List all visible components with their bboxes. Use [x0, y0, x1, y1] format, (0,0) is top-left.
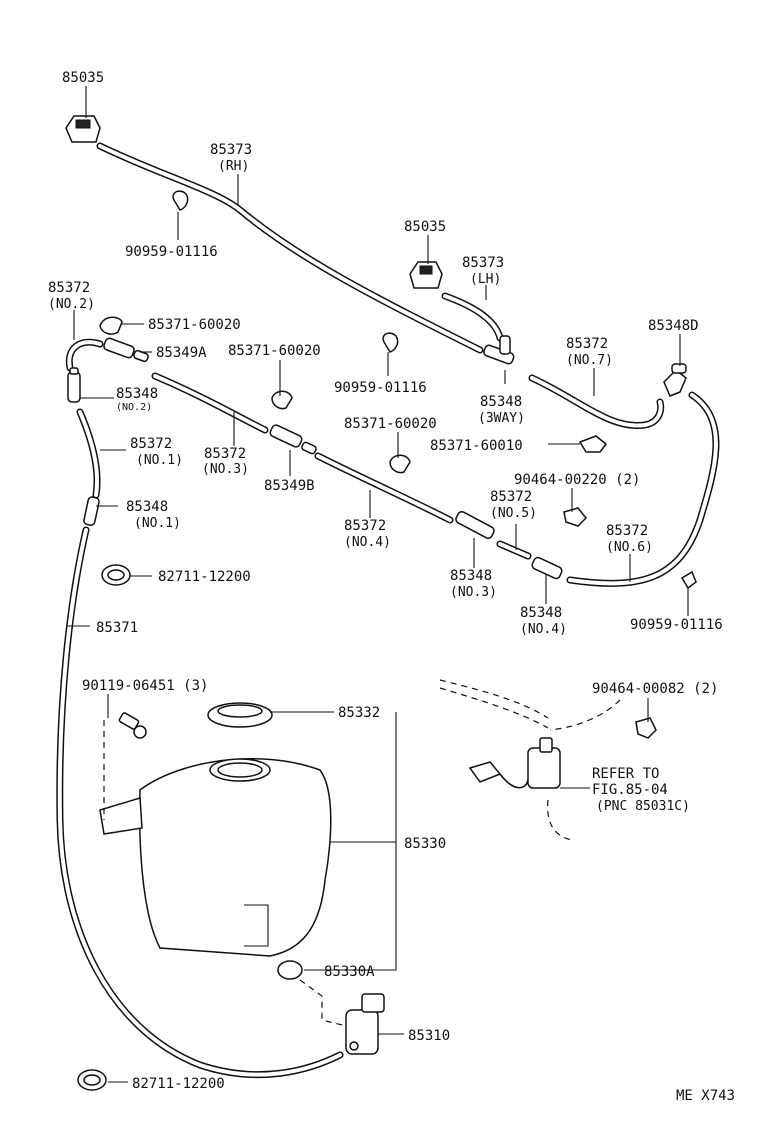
clip-90959-top: [172, 190, 189, 211]
clip-85371-60020-b: [271, 390, 293, 410]
label-85348-no2: 85348: [116, 386, 158, 402]
label-85349a: 85349A: [156, 345, 207, 361]
hose-clamp-82711-top: [101, 564, 131, 586]
label-85372-no5-sub: (NO.5): [490, 506, 537, 521]
label-refer-line2: FIG.85-04: [592, 782, 668, 798]
label-85372-no2: 85372: [48, 280, 90, 296]
label-85035-mid: 85035: [404, 219, 446, 235]
label-85372-no4: 85372: [344, 518, 386, 534]
joint-85348-no3: [455, 510, 495, 540]
label-refer-line3: (PNC 85031C): [596, 799, 690, 814]
label-90959-01116-mid: 90959-01116: [334, 380, 427, 396]
hose-85373-lh: [441, 292, 504, 342]
clip-85371-60020-a: [99, 316, 123, 335]
label-82711-12200-top: 82711-12200: [158, 569, 251, 585]
label-85348-no2-sub: (NO.2): [116, 402, 152, 413]
screw-90119: [118, 712, 147, 739]
label-85348-no4-sub: (NO.4): [520, 622, 567, 637]
label-85373-lh: 85373: [462, 255, 504, 271]
label-85348-no4: 85348: [520, 605, 562, 621]
clip-90464-00082: [635, 717, 657, 739]
joint-85349b: [269, 424, 317, 455]
label-85372-no3-sub: (NO.3): [202, 462, 249, 477]
label-85348-no1-sub: (NO.1): [134, 516, 181, 531]
label-90959-01116-bot: 90959-01116: [630, 617, 723, 633]
nozzle-85035-mid: [409, 261, 443, 289]
label-85348-3way-sub: (3WAY): [478, 411, 525, 426]
label-90464-00082: 90464-00082 (2): [592, 681, 718, 697]
label-85371-60020-b: 85371-60020: [228, 343, 321, 359]
label-85372-no7-sub: (NO.7): [566, 353, 613, 368]
label-85035-top: 85035: [62, 70, 104, 86]
joint-85348d: [663, 363, 687, 397]
label-85330: 85330: [404, 836, 446, 852]
hose-85372-no7: [528, 374, 665, 430]
tank-cap-85332: [207, 702, 273, 728]
clip-90464-00220: [563, 507, 588, 527]
label-85373-rh-sub: (RH): [218, 159, 249, 174]
label-85349b: 85349B: [264, 478, 315, 494]
label-85372-no1-sub: (NO.1): [136, 453, 183, 468]
label-85372-no6-sub: (NO.6): [606, 540, 653, 555]
label-85371-60010: 85371-60010: [430, 438, 523, 454]
clip-85371-60020-c: [389, 454, 411, 474]
label-85348-no3: 85348: [450, 568, 492, 584]
label-85348-no3-sub: (NO.3): [450, 585, 497, 600]
label-85348-3way: 85348: [480, 394, 522, 410]
leader-lines: [66, 86, 689, 1083]
figure-code: ME X743: [676, 1088, 735, 1104]
washer-pump-refer-fig85-04: [439, 679, 621, 841]
washer-pump-85310: [345, 993, 385, 1055]
label-85372-no7: 85372: [566, 336, 608, 352]
clip-85371-60010: [578, 435, 608, 453]
label-90959-01116-top: 90959-01116: [125, 244, 218, 260]
clip-90959-mid: [382, 332, 399, 353]
label-85348d: 85348D: [648, 318, 699, 334]
label-85310: 85310: [408, 1028, 450, 1044]
joint-85348-no2: [67, 367, 81, 403]
label-85332: 85332: [338, 705, 380, 721]
label-90119-06451: 90119-06451 (3): [82, 678, 208, 694]
label-85372-no1: 85372: [130, 436, 172, 452]
label-85348-no1: 85348: [126, 499, 168, 515]
label-85373-lh-sub: (LH): [470, 272, 501, 287]
joint-85349a: [103, 337, 149, 363]
label-85371-60020-c: 85371-60020: [344, 416, 437, 432]
label-85372-no6: 85372: [606, 523, 648, 539]
label-85372-no4-sub: (NO.4): [344, 535, 391, 550]
joint-85348-no4: [531, 556, 563, 580]
joint-85348-no1: [83, 496, 100, 526]
label-85330a: 85330A: [324, 964, 375, 980]
label-refer-line1: REFER TO: [592, 766, 659, 782]
label-82711-12200-bottom: 82711-12200: [132, 1076, 225, 1092]
washer-tank-85330: [99, 757, 332, 957]
label-85372-no5: 85372: [490, 489, 532, 505]
grommet-85330a: [277, 960, 303, 980]
label-85371-60020-a: 85371-60020: [148, 317, 241, 333]
label-85373-rh: 85373: [210, 142, 252, 158]
label-85371: 85371: [96, 620, 138, 636]
joint-85348-3way: [483, 335, 515, 365]
label-90464-00220: 90464-00220 (2): [514, 472, 640, 488]
hose-clamp-82711-bottom: [77, 1069, 107, 1091]
label-85372-no3: 85372: [204, 446, 246, 462]
clip-90959-bot: [680, 570, 697, 590]
nozzle-85035-top: [65, 115, 101, 143]
label-85372-no2-sub: (NO.2): [48, 297, 95, 312]
